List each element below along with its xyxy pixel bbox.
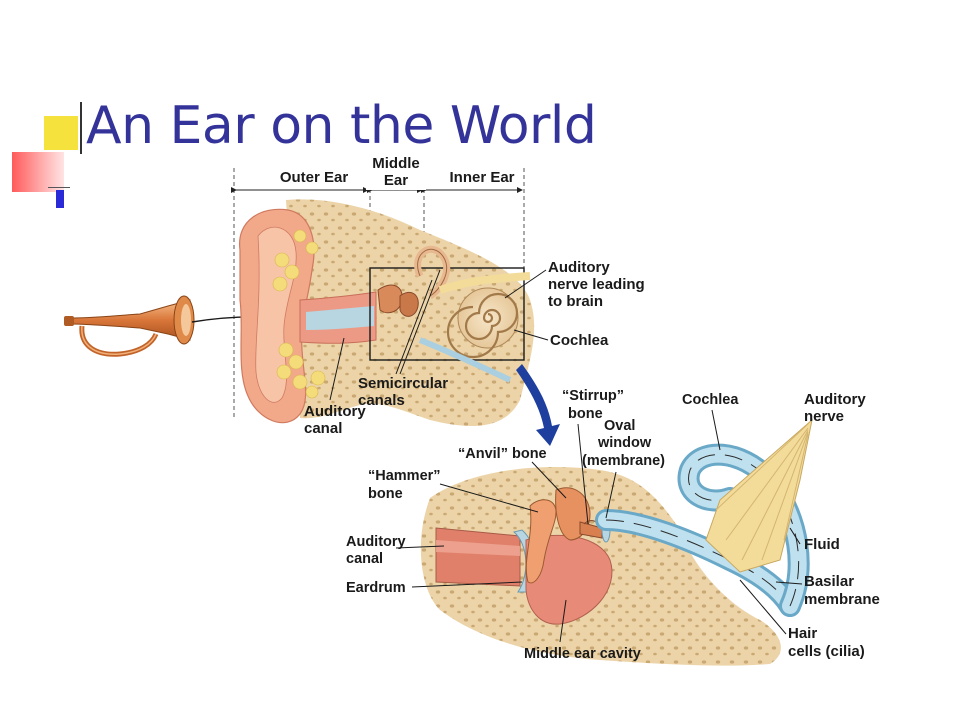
label-middle-ear-2: Ear [384, 172, 408, 189]
zoom-arrow [516, 364, 560, 446]
label-basilar-2: membrane [804, 591, 880, 608]
label-basilar-1: Basilar [804, 573, 854, 590]
section-header: Outer Ear Middle Ear Inner Ear [231, 154, 525, 420]
label-inner-ear: Inner Ear [449, 169, 514, 186]
label-oval-3: (membrane) [582, 453, 665, 469]
bottom-labels: “Stirrup” bone Oval window (membrane) Co… [346, 388, 880, 662]
accent-square-red [12, 152, 64, 192]
label-auditory-nerve-2: nerve leading [548, 276, 645, 293]
label-oval-1: Oval [604, 418, 635, 434]
label-outer-ear: Outer Ear [280, 169, 349, 186]
label-cochlea-bottom: Cochlea [682, 392, 739, 408]
label-auditory-canal-b2: canal [346, 551, 383, 567]
label-auditory-canal-top-2: canal [304, 420, 342, 437]
label-semicircular-1: Semicircular [358, 375, 448, 392]
label-hammer-1: “Hammer” [368, 468, 441, 484]
label-middle-ear-1: Middle [372, 155, 420, 172]
accent-line [48, 187, 70, 188]
label-auditory-canal-b1: Auditory [346, 534, 406, 550]
bugle-icon [64, 295, 195, 357]
ear-cross-section-bottom [420, 418, 813, 666]
label-semicircular-2: canals [358, 392, 405, 409]
label-hammer-2: bone [368, 486, 403, 502]
label-middle-ear-cavity: Middle ear cavity [524, 646, 641, 662]
top-labels: Auditory nerve leading to brain Cochlea … [304, 259, 645, 437]
label-hair-2: cells (cilia) [788, 643, 865, 660]
label-cochlea-top: Cochlea [550, 332, 609, 349]
ear-cross-section-top [239, 199, 535, 426]
slide-title: An Ear on the World [86, 96, 597, 156]
label-auditory-nerve-b1: Auditory [804, 391, 866, 408]
label-auditory-nerve-b2: nerve [804, 408, 844, 425]
label-auditory-nerve-3: to brain [548, 293, 603, 310]
label-hair-1: Hair [788, 625, 817, 642]
accent-square-blue [56, 190, 64, 208]
label-oval-2: window [597, 435, 652, 451]
label-stirrup-2: bone [568, 406, 603, 422]
label-fluid: Fluid [804, 536, 840, 553]
accent-square-yellow [44, 116, 78, 150]
accent-vertical-line [80, 102, 82, 154]
label-anvil: “Anvil” bone [458, 446, 547, 462]
label-auditory-canal-top-1: Auditory [304, 403, 366, 420]
label-auditory-nerve-1: Auditory [548, 259, 610, 276]
label-eardrum: Eardrum [346, 580, 406, 596]
label-stirrup-1: “Stirrup” [562, 388, 624, 404]
